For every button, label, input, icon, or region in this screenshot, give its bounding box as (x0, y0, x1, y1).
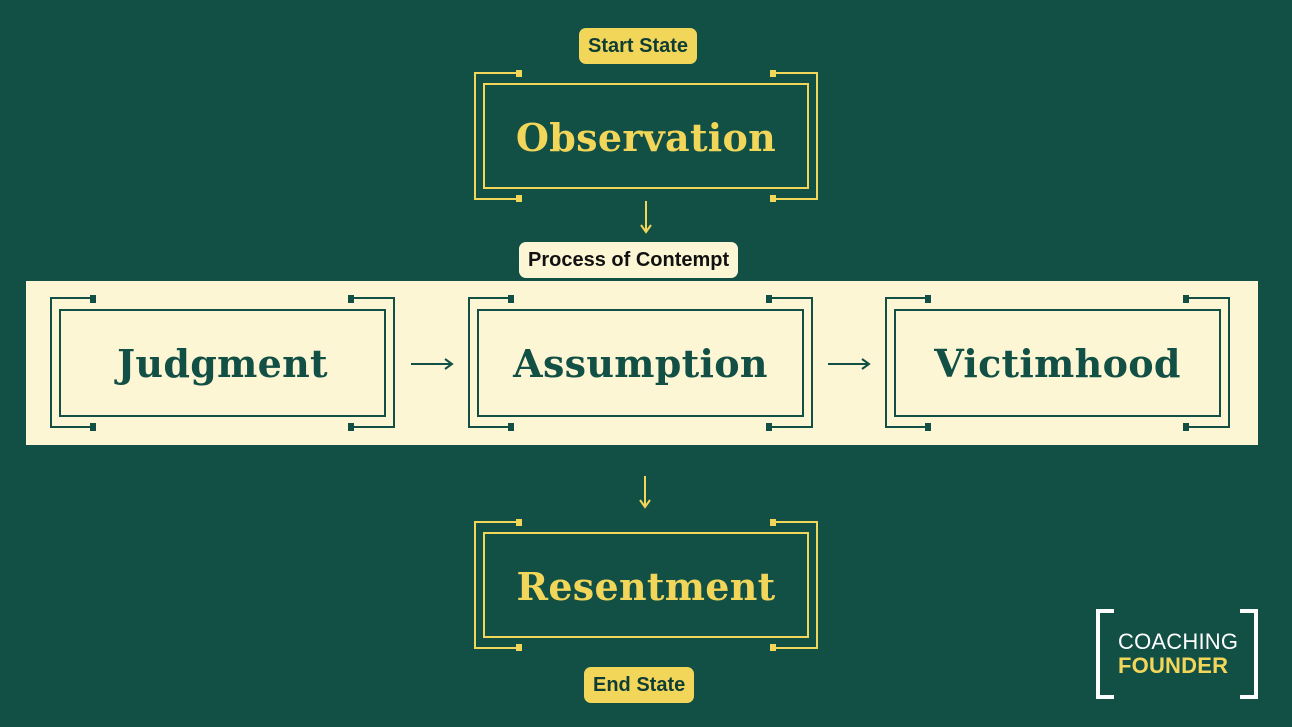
arrow-right-icon (411, 358, 454, 370)
arrow-right-icon (828, 358, 871, 370)
arrow-down-icon (639, 476, 651, 509)
victimhood-frame (885, 295, 1230, 431)
victimhood-label: Victimhood (934, 341, 1181, 386)
coaching-founder-logo: COACHING FOUNDER (1096, 609, 1258, 699)
process-band (26, 281, 1258, 445)
start-state-label: Start State (579, 28, 698, 64)
resentment-frame (474, 519, 818, 651)
process-label: Process of Contempt (519, 242, 739, 278)
assumption-label: Assumption (513, 341, 768, 386)
logo-line-coaching: COACHING (1118, 629, 1239, 654)
logo-line-founder: FOUNDER (1118, 653, 1229, 678)
judgment-label: Judgment (117, 341, 328, 386)
observation-box: Observation (474, 70, 818, 204)
judgment-box: Judgment (50, 295, 395, 432)
resentment-box: Resentment (474, 519, 818, 653)
bracket-icon (1096, 609, 1258, 699)
observation-frame (474, 70, 818, 202)
resentment-label: Resentment (516, 563, 776, 609)
assumption-box: Assumption (468, 295, 813, 432)
victimhood-box: Victimhood (885, 295, 1230, 432)
judgment-frame (50, 295, 395, 431)
observation-label: Observation (515, 114, 777, 160)
assumption-frame (468, 295, 813, 431)
end-state-label: End State (584, 667, 695, 703)
arrow-down-icon (640, 201, 652, 234)
